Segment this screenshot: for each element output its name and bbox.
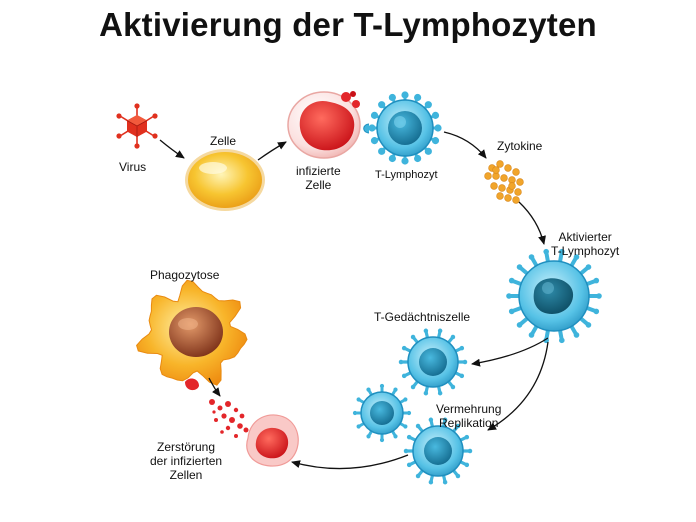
arrow-zytokine-to-activated	[518, 201, 546, 245]
arrow-phagocyte-to-destruction	[208, 377, 221, 397]
label-infizierte-zelle: infizierte Zelle	[296, 164, 341, 192]
label-aktivierter: Aktivierter T-Lymphozyt	[551, 230, 620, 258]
label-vermehrung: Vermehrung Replikation	[436, 402, 502, 430]
arrow-virus-to-cell	[159, 139, 185, 159]
arrow-replication-to-destruction	[291, 454, 409, 470]
label-gedaechtniszelle: T-Gedächtniszelle	[374, 310, 471, 324]
label-t-lymphozyt: T-Lymphozyt	[375, 169, 438, 181]
arrow-lymph-to-zytokine	[443, 131, 487, 159]
label-zelle: Zelle	[210, 134, 237, 148]
infected-cell-icon	[287, 91, 361, 159]
memory-cell-icon	[398, 328, 468, 396]
zelle-icon	[185, 149, 265, 211]
label-virus: Virus	[119, 160, 147, 174]
arrow-cell-to-infected	[257, 141, 287, 161]
label-phagozytose: Phagozytose	[150, 268, 220, 282]
destroyed-cell-icon	[209, 399, 299, 467]
phagocyte-icon	[136, 279, 248, 391]
t-lymphocyte-icon	[363, 91, 442, 165]
label-zytokine: Zytokine	[497, 139, 543, 153]
replicating-cell-icon-2	[403, 417, 473, 485]
replicating-cell-icon	[352, 383, 412, 443]
activated-t-lymphocyte-icon	[506, 248, 602, 344]
cytokine-cluster-icon	[484, 160, 524, 204]
arrow-activated-to-memory	[471, 337, 549, 367]
virus-icon	[116, 103, 158, 149]
label-zerstoerung: Zerstörung der infizierten Zellen	[150, 440, 223, 482]
page-title: Aktivierung der T-Lymphozyten	[99, 6, 597, 43]
arrow-activated-to-replication	[487, 341, 549, 431]
